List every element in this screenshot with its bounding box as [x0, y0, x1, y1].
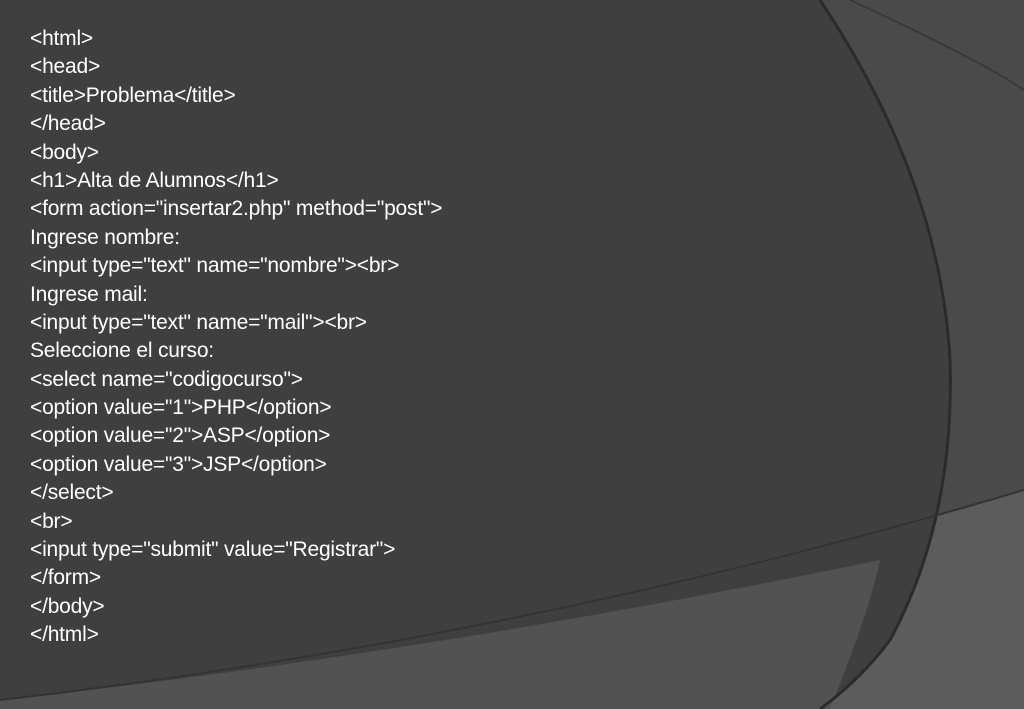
code-line: <title>Problema</title>: [30, 83, 236, 107]
code-line: <input type="text" name="mail"><br>: [30, 310, 367, 334]
code-line: </body>: [30, 594, 105, 618]
arc-curve: [818, 0, 952, 709]
code-listing: <html> <head> <title>Problema</title> </hea…: [30, 25, 442, 650]
code-line: <input type="submit" value="Registrar">: [30, 538, 396, 562]
code-line: <select name="codigocurso">: [30, 367, 303, 391]
lower-curve: [0, 489, 1024, 701]
code-line: Ingrese mail:: [30, 282, 148, 306]
code-line: Seleccione el curso:: [30, 339, 214, 363]
code-line: </head>: [30, 112, 106, 136]
code-line: <h1>Alta de Alumnos</h1>: [30, 168, 279, 192]
code-line: <head>: [30, 55, 101, 79]
code-line: <br>: [30, 509, 73, 533]
main-panel: [0, 0, 951, 709]
lower-band-overlap: [0, 560, 880, 709]
code-line: <body>: [30, 140, 99, 164]
code-line: <form action="insertar2.php" method="pos…: [30, 197, 443, 221]
top-right-curve: [849, 0, 1024, 91]
code-line: </select>: [30, 481, 114, 505]
code-line: <html>: [30, 27, 93, 50]
code-line: <input type="text" name="nombre"><br>: [30, 254, 400, 278]
code-line: </form>: [30, 566, 101, 590]
code-line: Ingrese nombre:: [30, 225, 180, 249]
code-line: <option value="2">ASP</option>: [30, 424, 331, 448]
code-line: <option value="3">JSP</option>: [30, 452, 327, 476]
code-line: </html>: [30, 623, 99, 647]
code-line: <option value="1">PHP</option>: [30, 396, 332, 420]
